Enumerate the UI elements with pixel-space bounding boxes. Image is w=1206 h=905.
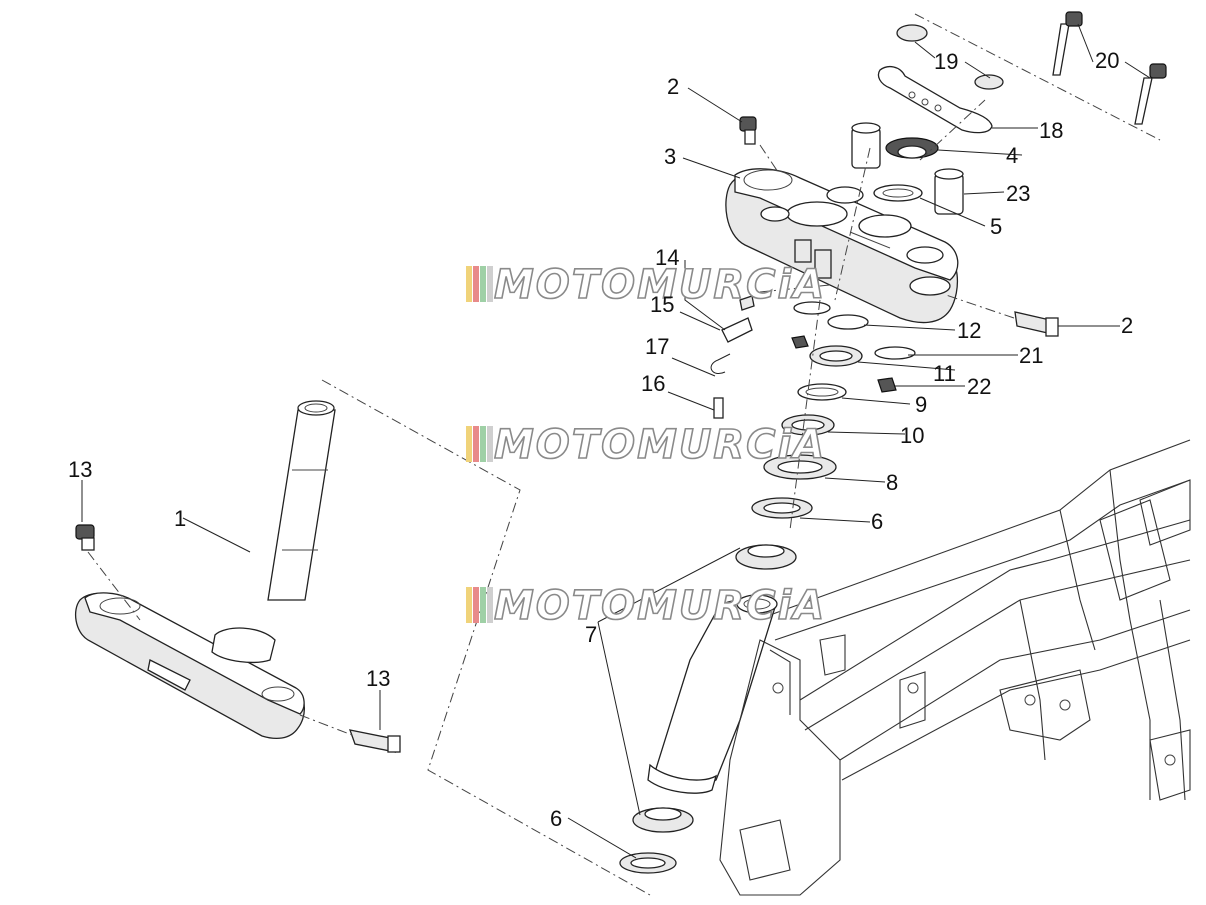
watermark-text: MOTOMURCiA	[494, 583, 826, 629]
callout-21: 21	[1019, 343, 1043, 368]
callout-8: 8	[886, 470, 898, 495]
callout-7: 7	[585, 622, 597, 647]
watermark-text: MOTOMURCiA	[494, 422, 826, 468]
upper-triple-clamp	[725, 11, 1167, 337]
callout-13-lower: 13	[366, 666, 390, 691]
bearing-stack	[619, 295, 916, 874]
watermark-stripe-4	[487, 426, 493, 462]
watermark-stripe-3	[480, 587, 486, 623]
watermark-stripe-4	[487, 587, 493, 623]
watermark-stripe-2	[473, 266, 479, 302]
leader-lines	[81, 23, 1151, 859]
callout-11: 11	[933, 361, 956, 386]
callout-17: 17	[645, 334, 669, 359]
callout-20: 20	[1095, 48, 1119, 73]
watermark-middle: MOTOMURCiA	[466, 421, 826, 469]
callout-6-lower: 6	[550, 806, 562, 831]
watermark-stripe-4	[487, 266, 493, 302]
callout-14: 14	[655, 245, 679, 270]
callout-16: 16	[641, 371, 665, 396]
watermark-stripe-2	[473, 426, 479, 462]
watermark-stripe-3	[480, 426, 486, 462]
callout-9: 9	[915, 392, 927, 417]
callout-18: 18	[1039, 118, 1063, 143]
motorcycle-frame	[647, 439, 1191, 896]
watermark-text: MOTOMURCiA	[494, 262, 826, 308]
callout-13-upper: 13	[68, 457, 92, 482]
callout-3: 3	[664, 144, 676, 169]
steering-stem-lower-crown	[74, 400, 401, 753]
callout-6-upper: 6	[871, 509, 883, 534]
callout-2-right: 2	[1121, 313, 1133, 338]
callout-2-top: 2	[667, 74, 679, 99]
watermark-stripe-3	[480, 266, 486, 302]
watermark-stripe-2	[473, 587, 479, 623]
callout-labels: 1 2 2 3 4 5 6 6 7 8 9 10 11 12 13 13 14 …	[68, 48, 1133, 831]
callout-12: 12	[957, 318, 981, 343]
callout-22: 22	[967, 374, 991, 399]
callout-5: 5	[990, 214, 1002, 239]
callout-19: 19	[934, 49, 958, 74]
watermark-stripe-1	[466, 587, 472, 623]
assembly-lines	[87, 13, 1161, 896]
callout-10: 10	[900, 423, 924, 448]
watermark-stripe-1	[466, 426, 472, 462]
callout-23: 23	[1006, 181, 1030, 206]
callout-15: 15	[650, 292, 674, 317]
callout-4: 4	[1006, 143, 1018, 168]
watermark-stripe-1	[466, 266, 472, 302]
watermark-top: MOTOMURCiA	[466, 261, 826, 309]
callout-1: 1	[174, 506, 186, 531]
watermark-bottom: MOTOMURCiA	[466, 582, 826, 630]
